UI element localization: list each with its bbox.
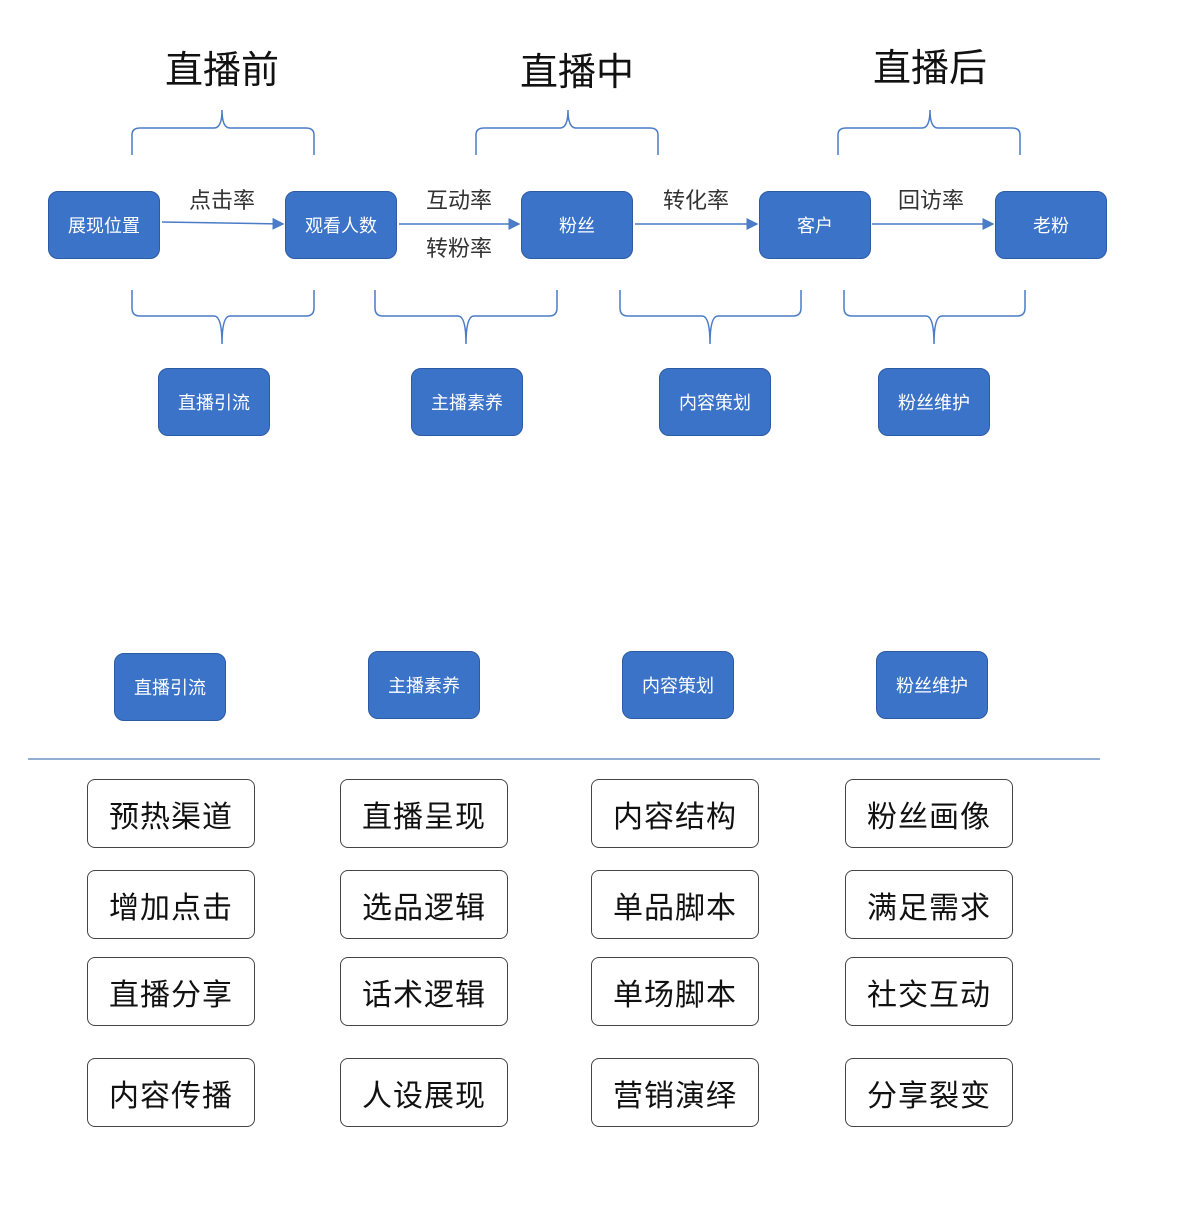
pillar-brace-1	[131, 290, 315, 345]
item-col2-row3: 话术逻辑	[340, 957, 508, 1026]
item-col4-row4: 分享裂变	[845, 1058, 1013, 1127]
pillar-fan-maintenance: 粉丝维护	[878, 368, 990, 436]
column-header-traffic: 直播引流	[114, 653, 226, 721]
phase-brace-after	[837, 109, 1021, 155]
item-col4-row2: 满足需求	[845, 870, 1013, 939]
phase-title-during: 直播中	[519, 50, 634, 94]
funnel-node-fans: 粉丝	[521, 191, 633, 259]
pillar-content-planning: 内容策划	[659, 368, 771, 436]
item-col1-row2: 增加点击	[87, 870, 255, 939]
pillar-host-skills: 主播素养	[411, 368, 523, 436]
item-col2-row1: 直播呈现	[340, 779, 508, 848]
item-col1-row1: 预热渠道	[87, 779, 255, 848]
item-col3-row3: 单场脚本	[591, 957, 759, 1026]
phase-title-after: 直播后	[872, 46, 987, 90]
rate-label-revisit: 回访率	[897, 189, 964, 214]
item-col4-row1: 粉丝画像	[845, 779, 1013, 848]
column-header-host-skills: 主播素养	[368, 651, 480, 719]
item-col2-row2: 选品逻辑	[340, 870, 508, 939]
phase-brace-during	[475, 109, 659, 155]
pillar-brace-4	[843, 290, 1026, 345]
column-header-content-planning: 内容策划	[622, 651, 734, 719]
funnel-node-customers: 客户	[759, 191, 871, 259]
item-col3-row4: 营销演绎	[591, 1058, 759, 1127]
phase-title-before: 直播前	[164, 48, 279, 92]
funnel-node-viewers: 观看人数	[285, 191, 397, 259]
item-col2-row4: 人设展现	[340, 1058, 508, 1127]
rate-label-follow: 转粉率	[425, 237, 492, 262]
rate-label-conversion: 转化率	[662, 189, 729, 214]
pillar-brace-2	[374, 290, 558, 345]
rate-label-click: 点击率	[188, 189, 255, 214]
rate-label-interaction: 互动率	[425, 189, 492, 214]
item-col3-row1: 内容结构	[591, 779, 759, 848]
pillar-brace-3	[619, 290, 802, 345]
item-col1-row3: 直播分享	[87, 957, 255, 1026]
arrow-1	[161, 217, 285, 230]
funnel-node-loyal-fans: 老粉	[995, 191, 1107, 259]
phase-brace-before	[131, 109, 315, 155]
item-col4-row3: 社交互动	[845, 957, 1013, 1026]
column-header-fan-maintenance: 粉丝维护	[876, 651, 988, 719]
pillar-traffic: 直播引流	[158, 368, 270, 436]
item-col3-row2: 单品脚本	[591, 870, 759, 939]
item-col1-row4: 内容传播	[87, 1058, 255, 1127]
funnel-node-exposure: 展现位置	[48, 191, 160, 259]
